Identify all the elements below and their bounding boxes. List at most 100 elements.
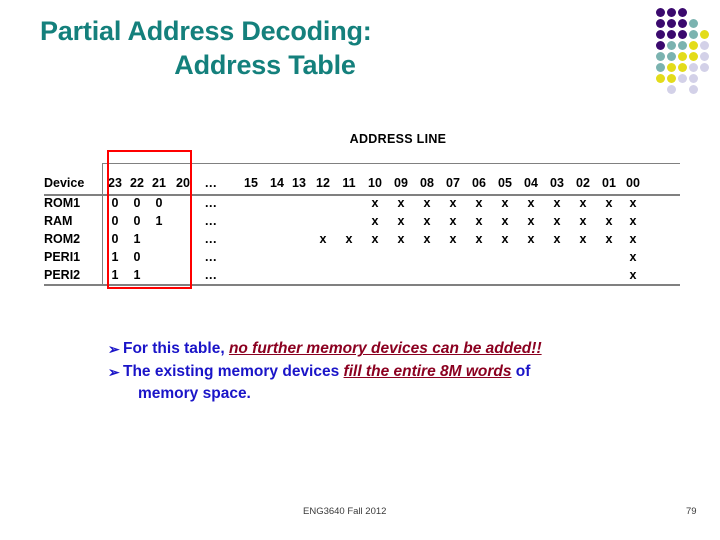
address-line-column-header: 07 <box>446 176 460 190</box>
address-line-column-header: 10 <box>368 176 382 190</box>
address-bit-cell: 1 <box>133 232 141 246</box>
bullet-arrow-icon: ➢ <box>108 364 120 380</box>
logo-dot <box>667 85 676 94</box>
address-mark-cell: x <box>629 268 637 282</box>
bullet-continuation-text: memory space. <box>138 385 251 402</box>
address-line-caption: ADDRESS LINE <box>349 132 447 146</box>
address-line-column-header: 08 <box>420 176 434 190</box>
address-line-column-header: 05 <box>498 176 512 190</box>
bullet-emphasis-text: fill the entire 8M words <box>343 363 512 380</box>
address-mark-cell: x <box>319 232 327 246</box>
address-mark-cell: x <box>629 232 637 246</box>
logo-dot <box>667 63 676 72</box>
logo-dot <box>656 19 665 28</box>
address-mark-cell: x <box>629 196 637 210</box>
page-title: Partial Address Decoding: Address Table <box>40 14 640 82</box>
bullet-text: The existing memory devices <box>123 363 344 380</box>
address-mark-cell: x <box>501 214 509 228</box>
logo-dot <box>667 74 676 83</box>
address-mark-cell: x <box>527 232 535 246</box>
address-mark-cell: x <box>397 232 405 246</box>
address-mark-cell: x <box>579 232 587 246</box>
address-mark-cell: x <box>629 214 637 228</box>
device-column-divider <box>102 163 103 285</box>
address-line-column-header: 02 <box>576 176 590 190</box>
address-mark-cell: x <box>527 214 535 228</box>
ellipsis-cell: ... <box>205 268 217 282</box>
logo-dot <box>667 30 676 39</box>
address-line-column-header: ... <box>205 176 217 190</box>
address-mark-cell: x <box>345 232 353 246</box>
logo-dot <box>678 63 687 72</box>
footer-page-number: 79 <box>686 506 697 517</box>
address-bit-cell: 0 <box>155 196 163 210</box>
ellipsis-cell: ... <box>205 196 217 210</box>
address-mark-cell: x <box>605 214 613 228</box>
address-line-column-header: 11 <box>342 176 356 190</box>
logo-dot <box>689 52 698 61</box>
address-mark-cell: x <box>579 196 587 210</box>
address-mark-cell: x <box>423 214 431 228</box>
address-line-column-header: 01 <box>602 176 616 190</box>
bullet-item: ➢The existing memory devices fill the en… <box>108 361 688 405</box>
logo-dot <box>678 74 687 83</box>
logo-dot <box>678 8 687 17</box>
bullet-item: ➢For this table, no further memory devic… <box>108 338 688 360</box>
logo-dot <box>667 8 676 17</box>
address-bit-cell: 1 <box>133 268 141 282</box>
logo-dot <box>678 41 687 50</box>
logo-dot <box>656 74 665 83</box>
address-mark-cell: x <box>371 196 379 210</box>
address-mark-cell: x <box>553 214 561 228</box>
address-line-column-header: 23 <box>108 176 122 190</box>
address-line-column-header: 14 <box>270 176 284 190</box>
logo-dot <box>667 19 676 28</box>
logo-dot <box>656 8 665 17</box>
address-line-column-header: 15 <box>244 176 258 190</box>
logo-dot <box>689 41 698 50</box>
address-mark-cell: x <box>501 232 509 246</box>
address-mark-cell: x <box>629 250 637 264</box>
logo-dot <box>689 30 698 39</box>
logo-dot <box>667 41 676 50</box>
logo-dot <box>689 19 698 28</box>
address-bit-cell: 1 <box>111 250 119 264</box>
address-bit-cell: 0 <box>111 196 119 210</box>
address-mark-cell: x <box>579 214 587 228</box>
row-device-label: PERI1 <box>44 250 81 264</box>
row-device-label: RAM <box>44 214 73 228</box>
page-title-line-1: Partial Address Decoding: <box>40 16 372 46</box>
logo-dot <box>667 52 676 61</box>
address-mark-cell: x <box>423 196 431 210</box>
address-line-column-header: 21 <box>152 176 166 190</box>
bullet-text: of <box>511 363 531 380</box>
address-mark-cell: x <box>475 232 483 246</box>
logo-dot <box>689 63 698 72</box>
address-bit-cell: 1 <box>155 214 163 228</box>
logo-dot <box>700 52 709 61</box>
address-mark-cell: x <box>475 196 483 210</box>
address-line-column-header: 04 <box>524 176 538 190</box>
logo-dot <box>656 30 665 39</box>
address-line-column-header: 03 <box>550 176 564 190</box>
address-mark-cell: x <box>371 214 379 228</box>
logo-dot <box>656 52 665 61</box>
table-bottom-rule <box>44 284 680 286</box>
address-mark-cell: x <box>397 214 405 228</box>
page-title-line-2: Address Table <box>174 50 356 80</box>
logo-dot <box>689 74 698 83</box>
address-mark-cell: x <box>605 196 613 210</box>
ellipsis-cell: ... <box>205 232 217 246</box>
address-line-column-header: 20 <box>176 176 190 190</box>
address-bit-cell: 1 <box>111 268 119 282</box>
address-line-column-header: 06 <box>472 176 486 190</box>
ellipsis-cell: ... <box>205 214 217 228</box>
row-device-label: ROM2 <box>44 232 81 246</box>
address-mark-cell: x <box>423 232 431 246</box>
address-mark-cell: x <box>553 196 561 210</box>
